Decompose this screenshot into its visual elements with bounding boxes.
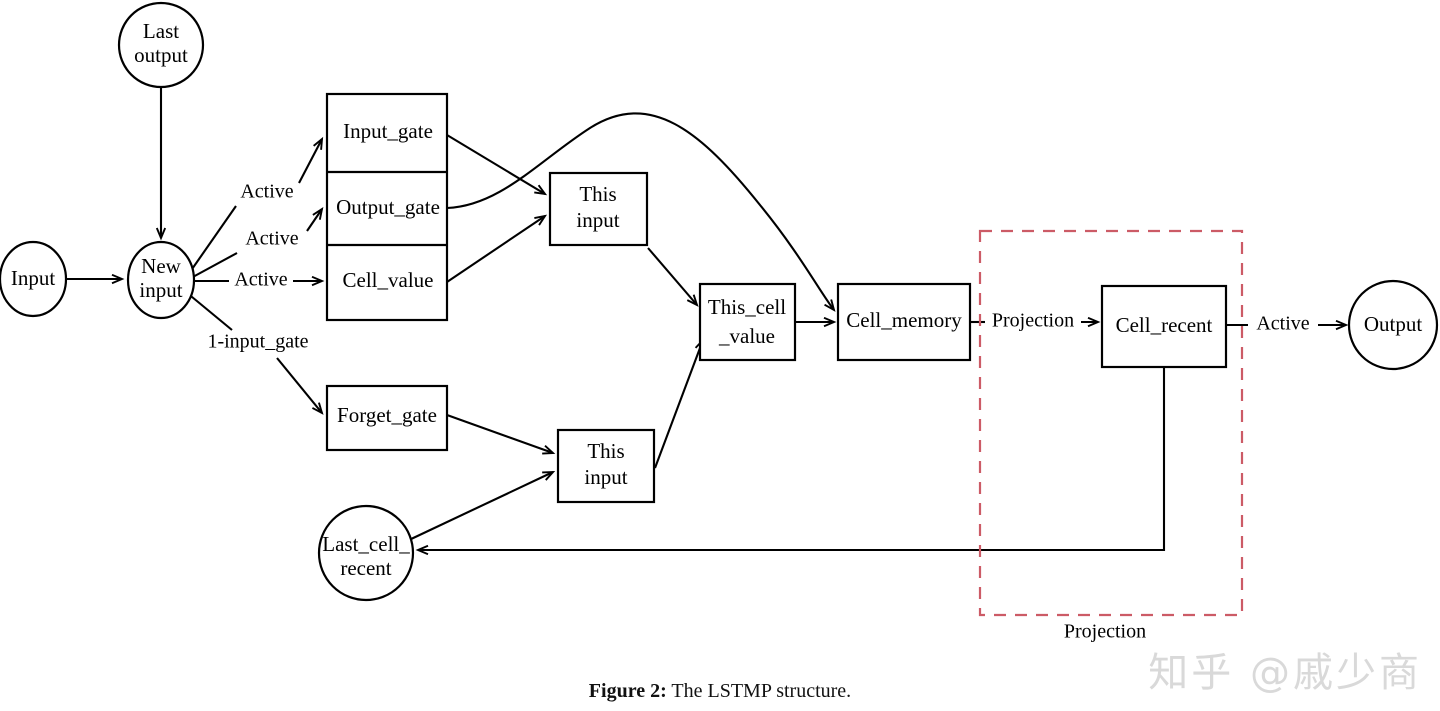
projection-region-border xyxy=(978,229,1244,617)
cell-recent-box xyxy=(1100,284,1228,369)
node-input[interactable]: Input xyxy=(0,240,68,318)
edge-label-active-output: Active xyxy=(1256,313,1309,335)
input-label: Input xyxy=(11,266,55,290)
edge-active2-to-output-gate xyxy=(306,206,324,232)
this-input-bottom-label-line2: input xyxy=(584,465,627,489)
edge-label-active-input-gate: Active xyxy=(240,181,293,203)
figure-caption: Figure 2: The LSTMP structure. xyxy=(0,680,1440,703)
this-input-top-label-line1: This xyxy=(579,182,616,206)
node-last-output[interactable]: Last output xyxy=(117,1,205,89)
node-this-input-top[interactable]: This input xyxy=(548,171,649,247)
gate-row-input-gate-label: Input_gate xyxy=(343,119,433,143)
cell-recent-label: Cell_recent xyxy=(1116,313,1213,337)
last-cell-recent-label-line2: recent xyxy=(340,556,391,580)
gate-row-cell-value-label: Cell_value xyxy=(343,268,434,292)
this-cell-value-label-line1: This_cell xyxy=(708,295,786,319)
edge-cell-value-to-this-input-top xyxy=(446,214,548,283)
edge-label-one-minus-input-gate: 1-input_gate xyxy=(207,331,308,353)
node-last-cell-recent[interactable]: Last_cell_ recent xyxy=(317,504,415,602)
edge-new-input-to-active1 xyxy=(189,205,237,273)
forget-gate-box xyxy=(325,384,449,452)
edge-forget-gate-to-this-input-bottom xyxy=(446,414,556,455)
this-input-bottom-box xyxy=(556,428,656,504)
input-ellipse xyxy=(0,240,68,318)
last-output-circle xyxy=(117,1,205,89)
forget-gate-label: Forget_gate xyxy=(337,403,437,427)
this-cell-value-label-line2: _value xyxy=(718,324,775,348)
gate-stack-box xyxy=(325,92,449,322)
edge-labels-layer: Active Active Active 1-input_gate Projec… xyxy=(207,181,1309,353)
node-cell-recent[interactable]: Cell_recent xyxy=(1100,284,1228,369)
node-new-input[interactable]: New input xyxy=(126,240,196,320)
edge-this-input-top-to-this-cell-value xyxy=(647,247,699,307)
new-input-ellipse xyxy=(126,240,196,320)
last-cell-recent-circle xyxy=(317,504,415,602)
edge-input-gate-to-this-input-top xyxy=(446,134,548,196)
watermark: 知乎 @戚少商 xyxy=(1148,650,1422,696)
edge-label-projection: Projection xyxy=(992,310,1074,332)
gate-row-output-gate-label: Output_gate xyxy=(336,195,440,219)
edge-this-input-bottom-to-this-cell-value xyxy=(654,337,705,469)
new-input-label-line1: New xyxy=(141,254,181,278)
projection-region: Projection xyxy=(978,229,1244,643)
edge-new-input-to-one-minus-label xyxy=(185,291,233,331)
last-output-label-line1: Last xyxy=(143,19,179,43)
new-input-label-line2: input xyxy=(139,278,182,302)
node-cell-memory[interactable]: Cell_memory xyxy=(836,282,972,362)
output-label: Output xyxy=(1364,312,1423,336)
this-input-bottom-label-line1: This xyxy=(587,439,624,463)
edge-active1-to-input-gate xyxy=(298,136,324,184)
nodes-layer: Input Last output New input Input_gate O… xyxy=(0,1,1439,602)
this-cell-value-box xyxy=(698,282,797,362)
projection-region-label: Projection xyxy=(1064,621,1146,643)
edge-one-minus-label-to-forget-gate xyxy=(276,357,324,415)
node-this-cell-value[interactable]: This_cell _value xyxy=(698,282,797,362)
figure-caption-prefix: Figure 2: xyxy=(588,680,667,702)
node-output[interactable]: Output xyxy=(1347,279,1439,371)
cell-memory-label: Cell_memory xyxy=(846,308,962,332)
edges-layer xyxy=(67,87,1349,556)
last-cell-recent-label-line1: Last_cell_ xyxy=(322,532,410,556)
this-input-top-box xyxy=(548,171,649,247)
figure-caption-text: The LSTMP structure. xyxy=(666,680,852,702)
node-forget-gate[interactable]: Forget_gate xyxy=(325,384,449,452)
output-circle xyxy=(1347,279,1439,371)
edge-label-active-cell-value: Active xyxy=(234,269,287,291)
edge-last-cell-recent-to-this-input-bottom xyxy=(408,470,556,541)
edge-cell-recent-feedback-to-last-cell-recent xyxy=(415,367,1166,556)
edge-output-gate-to-cell-memory xyxy=(446,112,836,312)
node-this-input-bottom[interactable]: This input xyxy=(556,428,656,504)
last-output-label-line2: output xyxy=(134,43,188,67)
edge-label-active-output-gate: Active xyxy=(245,228,298,250)
this-input-top-label-line2: input xyxy=(576,208,619,232)
node-gate-stack[interactable]: Input_gate Output_gate Cell_value xyxy=(325,92,449,322)
edge-new-input-to-active2 xyxy=(190,252,238,279)
cell-memory-box xyxy=(836,282,972,362)
